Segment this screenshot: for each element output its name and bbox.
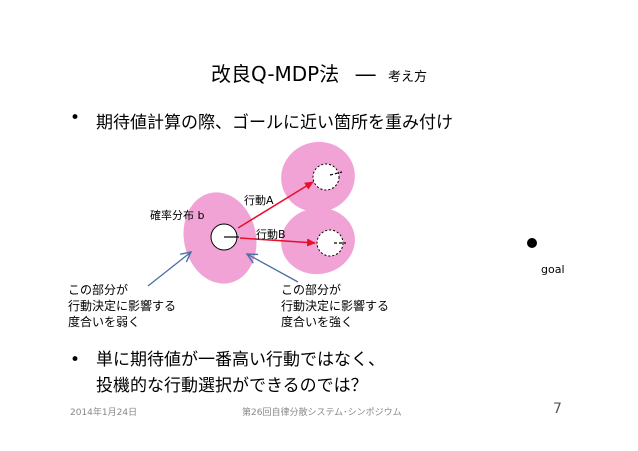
footer-date: 2014年1月24日 — [70, 408, 138, 418]
goal-label: goal — [541, 263, 565, 276]
right-note-line-2: 行動決定に影響する — [281, 299, 390, 313]
left-note-pointer — [147, 252, 191, 287]
left-note: この部分が 行動決定に影響する 度合いを弱く — [68, 282, 176, 330]
result-state-a-circle — [312, 163, 340, 191]
bullet-2-line-2: 投機的な行動選択ができるのでは？ — [96, 376, 368, 396]
bullet-1: • 期待値計算の際、ゴールに近い箇所を重み付け — [70, 108, 453, 133]
bullet-1-text: 期待値計算の際、ゴールに近い箇所を重み付け — [96, 113, 453, 133]
belief-label: 確率分布 b — [150, 209, 205, 222]
result-state-a-heading — [329, 171, 343, 176]
bullet-marker: • — [70, 350, 81, 370]
slide-title: 改良Q-MDP法 ― 考え方 — [0, 58, 638, 87]
right-note-line-1: この部分が — [281, 283, 342, 297]
action-a-label: 行動A — [244, 194, 274, 207]
goal-marker — [527, 238, 537, 248]
footer-event: 第26回自律分散システム･シンポジウム — [242, 408, 402, 418]
title-main: 改良Q-MDP法 — [211, 62, 340, 86]
left-note-line-3: 度合いを弱く — [68, 315, 141, 329]
action-a-arrow — [237, 181, 314, 229]
bullet-marker: • — [70, 108, 81, 128]
page-number: 7 — [553, 401, 562, 417]
left-note-line-2: 行動決定に影響する — [68, 299, 177, 313]
right-note: この部分が 行動決定に影響する 度合いを強く — [281, 282, 389, 330]
right-note-line-3: 度合いを強く — [281, 315, 354, 329]
title-sub: 考え方 — [387, 70, 427, 85]
action-b-label: 行動B — [256, 228, 286, 241]
result-state-b-circle — [316, 229, 344, 257]
right-note-pointer — [247, 254, 299, 283]
left-note-line-1: この部分が — [68, 283, 129, 297]
bullet-2: • 単に期待値が一番高い行動ではなく、 投機的な行動選択ができるのでは？ — [70, 347, 385, 399]
bullet-2-line-1: 単に期待値が一番高い行動ではなく、 — [96, 350, 385, 370]
action-b-arrow — [239, 237, 316, 247]
title-dash: ― — [355, 62, 376, 86]
